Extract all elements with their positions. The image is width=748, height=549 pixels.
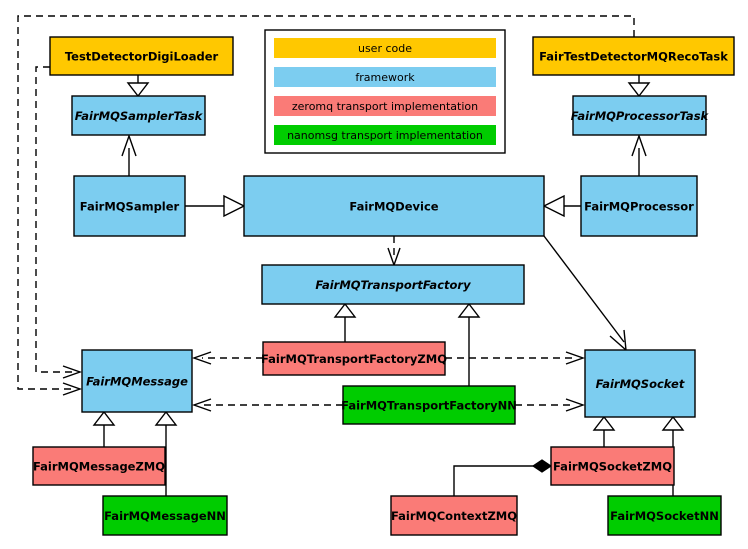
edge-digiloader-to-message bbox=[35, 66, 72, 373]
class-box-fairmqmessage[interactable]: FairMQMessage bbox=[81, 349, 193, 413]
class-name-label: TestDetectorDigiLoader bbox=[65, 50, 219, 64]
arrowhead-processor-to-device bbox=[542, 194, 565, 218]
class-box-fairmqprocessortask[interactable]: FairMQProcessorTask bbox=[571, 95, 710, 136]
class-name-label: FairMQMessageZMQ bbox=[33, 460, 165, 474]
arrowhead-factoryzmq-to-transportfactory bbox=[333, 302, 357, 318]
class-box-fairmqsocketnn[interactable]: FairMQSocketNN bbox=[607, 495, 722, 536]
arrowhead-digiloader-to-samplertask bbox=[126, 82, 150, 98]
class-box-fairtestdetectormqrecotask[interactable]: FairTestDetectorMQRecoTask bbox=[532, 36, 735, 76]
class-box-rect bbox=[32, 446, 166, 486]
arrowhead-socketzmq-to-socket bbox=[592, 415, 616, 431]
legend-label: user code bbox=[358, 42, 412, 55]
arrowhead-recotask-to-message bbox=[62, 382, 83, 396]
edge-group-factory-dependencies bbox=[191, 351, 586, 412]
diamond-socketzmq-composition bbox=[531, 459, 553, 473]
class-box-fairmqmessagenn[interactable]: FairMQMessageNN bbox=[102, 495, 228, 536]
class-box-rect bbox=[71, 95, 206, 136]
arrowhead-messagenn-to-message bbox=[154, 410, 178, 426]
class-box-fairmqtransportfactorynn[interactable]: FairMQTransportFactoryNN bbox=[341, 385, 517, 425]
class-name-label: FairTestDetectorMQRecoTask bbox=[539, 50, 728, 64]
class-box-fairmqsampler[interactable]: FairMQSampler bbox=[73, 175, 186, 237]
legend-item-1: framework bbox=[274, 67, 496, 87]
class-box-fairmqdevice[interactable]: FairMQDevice bbox=[243, 175, 545, 237]
arrowhead-factorynn-to-socket bbox=[565, 398, 586, 412]
legend-item-2: zeromq transport implementation bbox=[274, 96, 496, 116]
arrowhead-digiloader-to-message bbox=[62, 365, 83, 379]
class-name-label: FairMQSamplerTask bbox=[75, 109, 204, 123]
legend-label: nanomsg transport implementation bbox=[287, 129, 483, 142]
class-name-label: FairMQMessageNN bbox=[104, 509, 226, 523]
edge-group-device-factory bbox=[387, 236, 401, 268]
class-name-label: FairMQSocketZMQ bbox=[553, 460, 672, 474]
arrowhead-sampler-to-device bbox=[223, 194, 246, 218]
arrowhead-recotask-to-processortask bbox=[627, 82, 651, 98]
class-name-label: FairMQTransportFactory bbox=[315, 278, 471, 292]
class-box-rect bbox=[342, 385, 516, 425]
class-box-rect bbox=[243, 175, 545, 237]
class-name-label: FairMQSocketNN bbox=[610, 509, 719, 523]
class-box-rect bbox=[262, 341, 446, 376]
class-box-layer: TestDetectorDigiLoaderFairMQSamplerTaskF… bbox=[32, 36, 735, 536]
class-name-label: FairMQTransportFactoryZMQ bbox=[261, 352, 447, 366]
class-box-testdetectordigiloader[interactable]: TestDetectorDigiLoader bbox=[49, 36, 234, 76]
legend-label: zeromq transport implementation bbox=[292, 100, 478, 113]
class-name-label: FairMQTransportFactoryNN bbox=[341, 399, 517, 413]
edge-recotask-to-message bbox=[17, 15, 635, 390]
class-name-label: FairMQProcessorTask bbox=[571, 109, 710, 123]
class-box-rect bbox=[532, 36, 735, 76]
edge-group-device-socket bbox=[543, 235, 627, 352]
legend-swatch bbox=[274, 96, 496, 116]
class-box-fairmqmessagezmq[interactable]: FairMQMessageZMQ bbox=[32, 446, 166, 486]
class-box-rect bbox=[572, 95, 707, 136]
arrowhead-factoryzmq-to-socket bbox=[565, 351, 586, 365]
class-box-rect bbox=[102, 495, 228, 536]
arrowhead-factorynn-to-message bbox=[191, 398, 212, 412]
class-box-rect bbox=[49, 36, 234, 76]
class-box-fairmqsocketzmq[interactable]: FairMQSocketZMQ bbox=[550, 446, 675, 486]
class-box-rect bbox=[73, 175, 186, 237]
arrowhead-factoryzmq-to-message bbox=[191, 351, 212, 365]
class-box-fairmqsamplertask[interactable]: FairMQSamplerTask bbox=[71, 95, 206, 136]
edge-group-composition bbox=[453, 459, 553, 496]
class-name-label: FairMQProcessor bbox=[584, 200, 694, 214]
class-box-rect bbox=[607, 495, 722, 536]
legend-label: framework bbox=[355, 71, 415, 84]
class-box-fairmqtransportfactory[interactable]: FairMQTransportFactory bbox=[261, 264, 525, 305]
class-box-rect bbox=[580, 175, 698, 237]
legend-swatch bbox=[274, 125, 496, 145]
class-box-rect bbox=[390, 495, 518, 536]
class-box-fairmqprocessor[interactable]: FairMQProcessor bbox=[580, 175, 698, 237]
arrowhead-sampler-to-samplertask bbox=[121, 133, 137, 157]
class-box-rect bbox=[81, 349, 193, 413]
class-name-label: FairMQMessage bbox=[86, 375, 188, 389]
class-box-fairmqcontextzmq[interactable]: FairMQContextZMQ bbox=[390, 495, 518, 536]
class-name-label: FairMQSocket bbox=[596, 377, 685, 391]
arrowhead-processor-to-processortask bbox=[631, 133, 647, 157]
class-box-fairmqsocket[interactable]: FairMQSocket bbox=[584, 349, 696, 418]
legend-swatch bbox=[274, 67, 496, 87]
legend-item-0: user code bbox=[274, 38, 496, 58]
edge-group-generalizations bbox=[92, 75, 685, 496]
arrowhead-socketnn-to-socket bbox=[661, 415, 685, 431]
edge-group-outer-dependencies bbox=[17, 15, 635, 396]
legend: user code framework zeromq transport imple… bbox=[264, 29, 506, 154]
arrowhead-messagezmq-to-message bbox=[92, 410, 116, 426]
class-name-label: FairMQContextZMQ bbox=[391, 509, 517, 523]
class-name-label: FairMQDevice bbox=[349, 200, 438, 214]
legend-swatch bbox=[274, 38, 496, 58]
class-box-rect bbox=[584, 349, 696, 418]
class-box-rect bbox=[261, 264, 525, 305]
legend-item-3: nanomsg transport implementation bbox=[274, 125, 496, 145]
arrowhead-factorynn-to-transportfactory bbox=[457, 302, 481, 318]
class-box-fairmqtransportfactoryzmq[interactable]: FairMQTransportFactoryZMQ bbox=[261, 341, 447, 376]
class-box-rect bbox=[550, 446, 675, 486]
edge-device-to-socket bbox=[543, 235, 625, 343]
class-name-label: FairMQSampler bbox=[80, 200, 180, 214]
edge-socketzmq-to-contextzmq bbox=[453, 465, 534, 496]
